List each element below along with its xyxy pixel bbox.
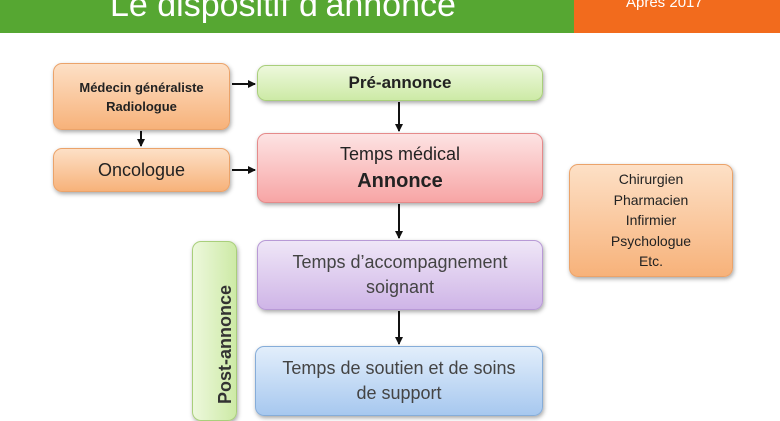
box-intervenants: Chirurgien Pharmacien Infirmier Psycholo… bbox=[569, 164, 733, 277]
label-accompagnement-line1: Temps d’accompagnement bbox=[292, 252, 508, 272]
box-temps-soutien: Temps de soutien et de soins de support bbox=[255, 346, 543, 416]
date-badge-text: Après 2017 bbox=[626, 0, 703, 11]
label-etc: Etc. bbox=[638, 253, 664, 270]
slide-title: Le dispositif d’annonce bbox=[110, 0, 456, 24]
label-chirurgien: Chirurgien bbox=[618, 171, 684, 188]
label-infirmier: Infirmier bbox=[625, 212, 677, 229]
label-accompagnement-line2: soignant bbox=[365, 277, 435, 297]
box-post-annonce: Post-annonce bbox=[192, 241, 237, 421]
label-pre-annonce: Pré-annonce bbox=[348, 73, 452, 92]
box-pre-annonce: Pré-annonce bbox=[257, 65, 543, 101]
box-temps-accompagnement: Temps d’accompagnement soignant bbox=[257, 240, 543, 310]
label-soutien-line1: Temps de soutien et de soins bbox=[282, 358, 516, 378]
label-pharmacien: Pharmacien bbox=[613, 191, 689, 208]
box-oncologue: Oncologue bbox=[53, 148, 230, 192]
label-soutien-line2: de support bbox=[356, 383, 442, 403]
box-temps-medical: Temps médical Annonce bbox=[257, 133, 543, 203]
date-badge: Après 2017 bbox=[574, 0, 780, 33]
label-annonce: Annonce bbox=[357, 169, 443, 192]
label-medecin: Médecin généraliste bbox=[79, 79, 204, 95]
box-medecin-radiologue: Médecin généraliste Radiologue bbox=[53, 63, 230, 130]
label-oncologue: Oncologue bbox=[97, 159, 186, 180]
label-post-annonce: Post-annonce bbox=[215, 284, 235, 404]
label-temps-medical: Temps médical bbox=[339, 143, 461, 164]
label-psychologue: Psychologue bbox=[610, 232, 692, 249]
label-radiologue: Radiologue bbox=[106, 98, 177, 114]
header-bar: Le dispositif d’annonce bbox=[0, 0, 574, 33]
